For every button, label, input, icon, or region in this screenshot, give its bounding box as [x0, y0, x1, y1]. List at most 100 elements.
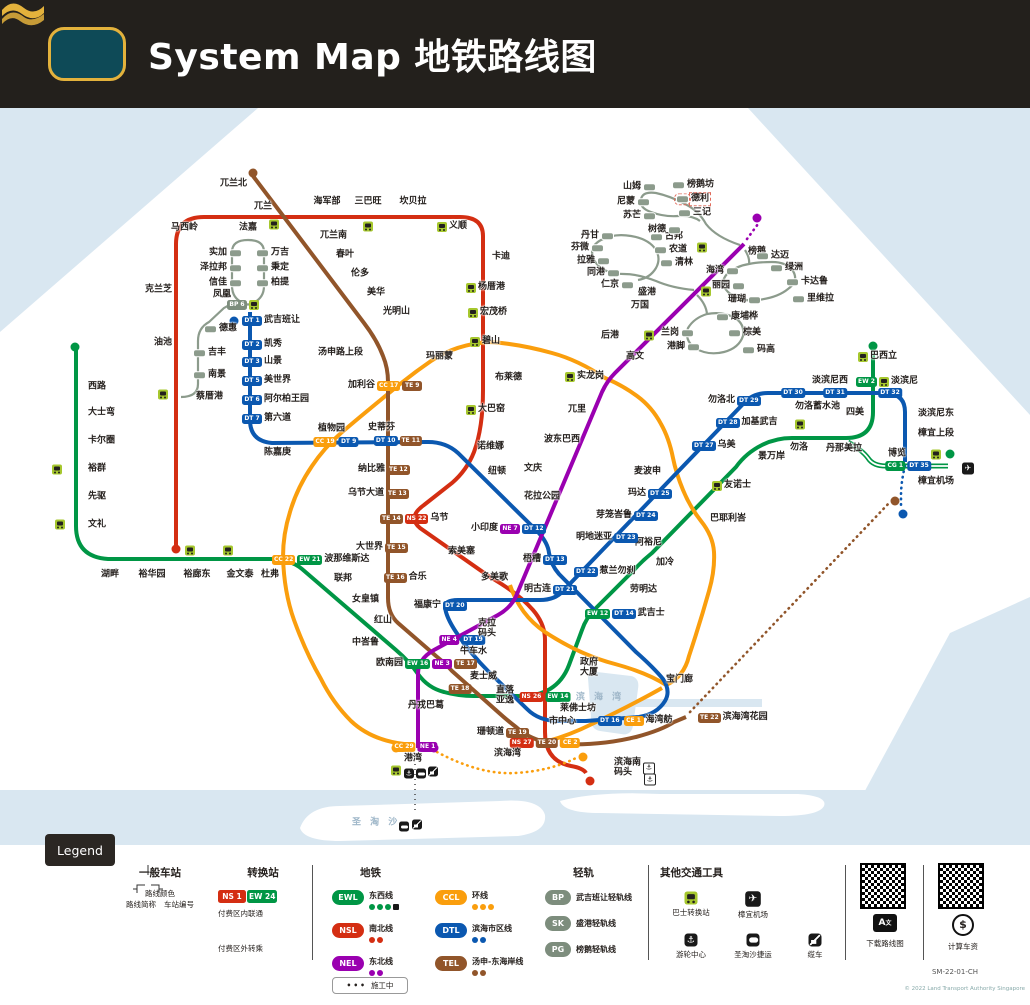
- station-label: 克兰芝: [144, 284, 172, 295]
- station-label: 景万岸: [758, 451, 786, 462]
- station-badge: EW 16: [405, 659, 431, 669]
- station-label: DT 30: [781, 388, 805, 398]
- bus-interchange-icon: [858, 352, 868, 362]
- station-label: 珊瑚: [728, 295, 762, 305]
- station-badge: TE 17: [454, 659, 477, 669]
- station-label: 政府 大厦: [580, 657, 599, 677]
- legend-general: 一般车站 路线颜色 路线简称 车站编号: [115, 865, 205, 910]
- lrt-station-icon: [591, 244, 604, 252]
- station-badge: DT 12: [522, 524, 546, 534]
- legend-other-ship: ⚓游轮中心: [676, 933, 706, 959]
- line-terminus-icon: [890, 496, 900, 506]
- station-label: 史蒂芬: [368, 422, 396, 433]
- bus-interchange-icon: [249, 300, 259, 310]
- line-terminus-icon: [578, 752, 588, 762]
- station-badge: NS 1: [218, 890, 246, 903]
- station-badge: CC 19: [313, 437, 337, 447]
- station-badge: DT 24: [634, 511, 658, 521]
- station-label: 四美: [846, 407, 865, 418]
- station-label: 吉丰: [193, 348, 226, 358]
- bus-interchange-icon: [795, 419, 805, 430]
- station-label: 马西岭: [170, 222, 198, 233]
- station-label: 玛丽蒙: [426, 351, 454, 362]
- station-label: 宏茂桥: [468, 308, 507, 318]
- bus-interchange-icon: [185, 545, 195, 556]
- airport-icon: ✈: [962, 462, 974, 475]
- station-badge: DT 32: [878, 388, 902, 398]
- station-label: 圣 淘 沙: [352, 817, 401, 828]
- copyright: © 2022 Land Transport Authority Singapor…: [904, 986, 1025, 992]
- station-badge: DT 10: [373, 436, 398, 446]
- station-label: 布莱德: [495, 372, 523, 383]
- bus-interchange-icon: [701, 286, 711, 297]
- legend-terminus-icon: [377, 904, 383, 910]
- legend-other-plane: ✈樟宜机场: [738, 891, 768, 919]
- bus-interchange-icon: [878, 377, 889, 387]
- station-label: 伦多: [351, 268, 370, 279]
- legend-divider: [312, 865, 313, 960]
- monorail-icon: [746, 933, 760, 947]
- station-badge: DT 35: [907, 461, 931, 471]
- station-label: 坎贝拉: [399, 196, 427, 207]
- station-badge: TE 11: [399, 436, 423, 446]
- station-label: 加冷: [656, 557, 675, 568]
- smrt-logo-icon: [2, 3, 126, 81]
- station-label: 棕美: [728, 328, 761, 338]
- station-badge: CC 22: [272, 555, 296, 565]
- lrt-station-icon: [726, 267, 740, 275]
- station-label: 莱佛士坊: [560, 703, 597, 714]
- station-label: 春叶: [336, 249, 355, 260]
- station-label: 高文: [626, 351, 645, 362]
- lrt-station-icon: [256, 279, 269, 287]
- station-label: 滨 海 湾: [575, 692, 625, 703]
- station-label: 榜鹅坊: [672, 180, 714, 190]
- lrt-station-icon: [756, 252, 769, 260]
- line-terminus-icon: [898, 509, 908, 519]
- lrt-station-icon: [660, 259, 673, 267]
- lrt-station-icon: [256, 249, 269, 257]
- station-label: 古邦: [650, 232, 683, 242]
- station-label: 克拉 码头: [478, 618, 497, 638]
- station-badge: EW 21: [297, 555, 323, 565]
- page-title: System Map 地铁路线图: [148, 37, 597, 78]
- station-badge: DT 1: [242, 316, 262, 326]
- monorail-icon: [416, 768, 426, 779]
- station-label: 滨海南 码头⚓: [614, 758, 656, 778]
- station-badge: DT 25: [648, 489, 672, 499]
- station-label: 植物园: [318, 423, 346, 434]
- legend-terminus-icon: [385, 904, 391, 910]
- station-label: 油池: [153, 337, 172, 348]
- bus-interchange-icon: [158, 389, 168, 400]
- lrt-station-icon: [607, 269, 620, 277]
- lrt-station-icon: [650, 233, 663, 241]
- legend-terminus-icon: [393, 904, 399, 910]
- station-label: 市中心: [549, 716, 577, 727]
- station-label: 卡达鲁: [786, 277, 828, 287]
- lrt-station-icon: [681, 329, 694, 337]
- station-badge: DT 20: [443, 601, 467, 611]
- station-badge: NS 22: [404, 514, 429, 524]
- station-label: 中峇鲁: [352, 637, 380, 648]
- station-badge: DT 9: [338, 437, 359, 447]
- lrt-station-icon: [687, 343, 700, 351]
- station-badge: DT 13: [543, 555, 567, 565]
- station-label: 清林: [660, 258, 693, 268]
- station-label: 兰岗: [661, 328, 694, 338]
- station-label: DT 32: [878, 388, 902, 398]
- lrt-station-icon: [742, 346, 755, 354]
- station-label: 文庆: [524, 463, 543, 474]
- lrt-station-icon: [732, 282, 746, 290]
- station-label: 同港: [587, 268, 620, 278]
- station-label: 绿洲: [770, 263, 803, 273]
- station-label: 兀兰北: [219, 178, 247, 189]
